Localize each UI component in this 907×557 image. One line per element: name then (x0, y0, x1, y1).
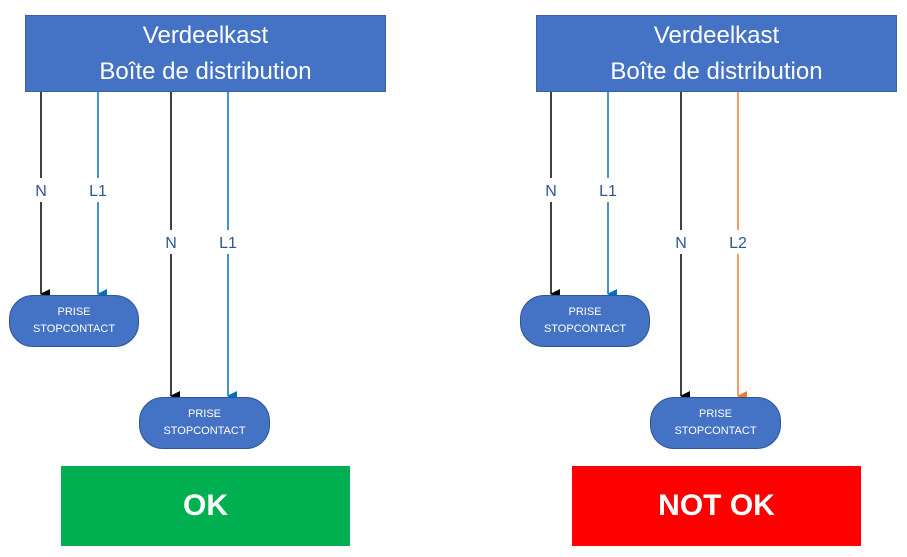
right-socket1-neutral-label: N (545, 183, 557, 200)
left-socket1-live-label: L1 (89, 183, 107, 200)
left-socket1-neutral-wire: N (35, 92, 50, 299)
right-socket1-live-label: L1 (599, 183, 617, 200)
right-socket2-live-label: L2 (729, 235, 747, 252)
right-socket-2: PRISE STOPCONTACT (650, 397, 781, 449)
right-board-title-nl: Verdeelkast (653, 21, 780, 49)
left-socket2-neutral-wire: N (165, 92, 180, 401)
left-socket-2-label-nl: STOPCONTACT (163, 425, 246, 437)
left-socket1-live-wire: L1 (89, 92, 107, 299)
left-socket-2: PRISE STOPCONTACT (139, 397, 270, 449)
left-verdict-ok: OK (61, 466, 350, 546)
left-socket-1: PRISE STOPCONTACT (9, 295, 139, 347)
left-socket-2-label-fr: PRISE (187, 408, 221, 420)
right-socket2-neutral-label: N (675, 235, 687, 252)
right-distribution-board: Verdeelkast Boîte de distribution (536, 15, 897, 92)
left-socket1-neutral-label: N (35, 183, 47, 200)
left-board-title-nl: Verdeelkast (142, 21, 269, 49)
right-verdict-not-ok: NOT OK (572, 466, 861, 546)
left-socket2-live-wire: L1 (219, 92, 237, 401)
left-distribution-board: Verdeelkast Boîte de distribution (25, 15, 386, 92)
right-socket-1-label-fr: PRISE (568, 306, 602, 318)
right-verdict-label: NOT OK (658, 489, 775, 522)
right-socket-1-label-nl: STOPCONTACT (543, 323, 627, 335)
left-socket2-live-label: L1 (219, 235, 237, 252)
right-socket1-live-wire: L1 (599, 92, 617, 299)
left-board-title-fr: Boîte de distribution (99, 57, 312, 85)
right-socket-1: PRISE STOPCONTACT (520, 295, 650, 347)
left-socket-1-label-nl: STOPCONTACT (32, 323, 116, 335)
right-socket1-neutral-wire: N (545, 92, 560, 299)
right-socket-2-label-fr: PRISE (698, 408, 732, 420)
left-verdict-label: OK (183, 489, 228, 522)
right-socket2-live-wire: L2 (729, 92, 747, 401)
left-socket2-neutral-label: N (165, 235, 177, 252)
right-socket-2-label-nl: STOPCONTACT (674, 425, 757, 437)
right-socket2-neutral-wire: N (675, 92, 690, 401)
left-socket-1-label-fr: PRISE (57, 306, 91, 318)
right-board-title-fr: Boîte de distribution (610, 57, 823, 85)
